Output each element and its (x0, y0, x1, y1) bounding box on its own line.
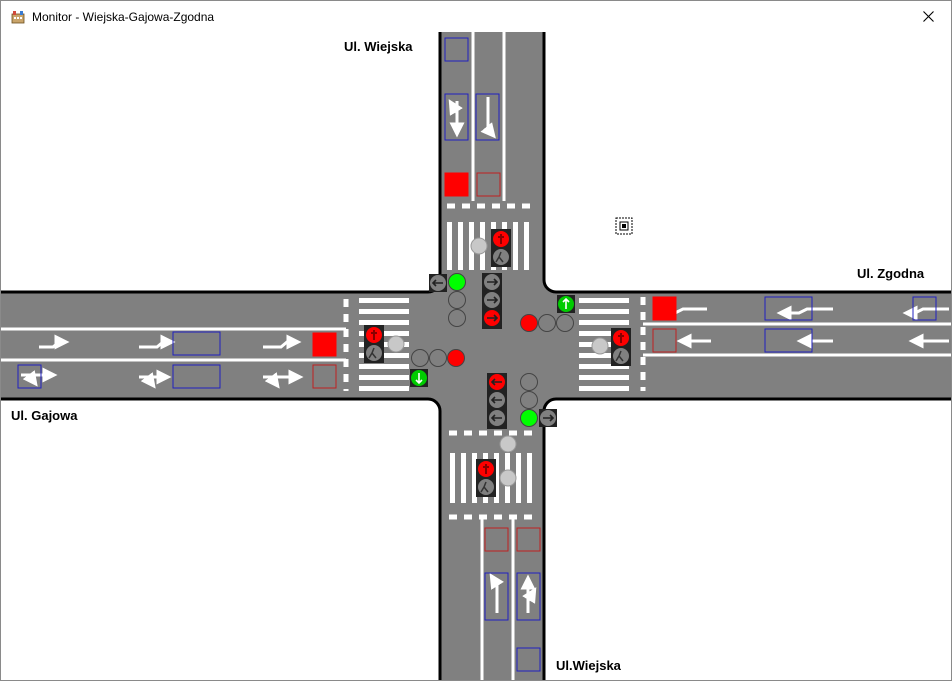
detector-west-stop-lower (312, 364, 337, 389)
lane-markings (1, 32, 951, 680)
detector-east-lower (764, 328, 813, 353)
street-label-west: Ul. Gajowa (11, 408, 78, 423)
signal-north-main-lamp-3 (448, 309, 466, 327)
title-bar: Monitor - Wiejska-Gajowa-Zgodna (1, 1, 951, 32)
street-label-east: Ul. Zgodna (857, 266, 925, 281)
pedestrian-stand-icon (371, 330, 377, 340)
arrow-up-icon (562, 297, 570, 309)
detector-east-stop-upper (652, 296, 677, 321)
signal-west-main-lamp-1 (411, 349, 429, 367)
window-title: Monitor - Wiejska-Gajowa-Zgodna (32, 10, 215, 24)
pedestrian-signal-north[interactable] (491, 229, 511, 267)
arrow-right-icon (487, 296, 499, 304)
pedestrian-button-west[interactable] (387, 335, 405, 353)
pedestrian-signal-south[interactable] (476, 459, 496, 497)
direction-arrows (21, 97, 949, 613)
signal-north-main-lamp-1 (448, 273, 466, 291)
detector-east-stop-lower (652, 328, 677, 353)
stop-lines (343, 203, 646, 520)
detector-west-far (17, 364, 42, 389)
detectors[interactable] (17, 37, 937, 672)
pedestrian-signal-west[interactable] (364, 325, 384, 363)
detector-south-far (516, 647, 541, 672)
pedestrian-signal-east[interactable] (611, 328, 631, 366)
close-icon (922, 11, 934, 22)
arrow-left-icon (490, 378, 502, 386)
close-button[interactable] (905, 1, 951, 32)
arrow-left-icon (490, 414, 502, 422)
signal-west-main[interactable] (411, 349, 465, 367)
controller-icon[interactable] (615, 217, 633, 235)
signal-east-main-lamp-1 (520, 314, 538, 332)
signal-south-main-lamp-1 (520, 373, 538, 391)
pedestrian-button-north[interactable] (470, 237, 488, 255)
arrow-down-icon (415, 373, 423, 385)
signal-north-main-lamp-2 (448, 291, 466, 309)
arrow-right-icon (543, 414, 555, 422)
detector-west-lower (172, 364, 221, 389)
detector-north-stop-right (476, 172, 501, 197)
signal-south-arrow-right[interactable] (539, 409, 557, 427)
pedestrian-button-south-2[interactable] (499, 469, 517, 487)
signal-east-main[interactable] (520, 314, 574, 332)
detector-north-stop-left (444, 172, 469, 197)
detector-north-right (475, 93, 500, 141)
signal-south-main[interactable] (520, 373, 538, 427)
signal-north-arrow-straight[interactable] (482, 273, 502, 329)
signal-south-arrow-straight[interactable] (487, 373, 507, 429)
signal-east-main-lamp-3 (556, 314, 574, 332)
arrow-left-icon (490, 396, 502, 404)
detector-south-stop-left (484, 527, 509, 552)
detector-west-upper (172, 331, 221, 356)
arrow-right-icon (487, 278, 499, 286)
pedestrian-walk-icon (495, 251, 504, 263)
signal-north-main[interactable] (448, 273, 466, 327)
pedestrian-stand-icon (498, 234, 504, 244)
pedestrian-walk-icon (480, 481, 489, 493)
pedestrian-walk-icon (615, 350, 624, 362)
detector-south-left (484, 572, 509, 621)
pedestrian-button-east[interactable] (591, 337, 609, 355)
detector-north-far (444, 37, 469, 62)
signal-south-main-lamp-2 (520, 391, 538, 409)
signal-east-main-lamp-2 (538, 314, 556, 332)
arrow-right-icon (487, 314, 499, 322)
detector-west-stop-upper (312, 332, 337, 357)
detector-south-right (516, 572, 541, 621)
pedestrian-stand-icon (483, 464, 489, 474)
detector-east-far (912, 296, 937, 321)
detector-south-stop-right (516, 527, 541, 552)
arrow-left-icon (431, 279, 443, 287)
detector-east-upper (764, 296, 813, 321)
signal-west-main-lamp-3 (447, 349, 465, 367)
traffic-monitor-icon (11, 11, 25, 24)
signal-west-arrow[interactable] (410, 369, 428, 387)
signal-north-arrow-left[interactable] (429, 274, 447, 292)
detector-north-left (444, 93, 469, 141)
signal-east-arrow[interactable] (557, 295, 575, 313)
signal-west-main-lamp-2 (429, 349, 447, 367)
street-label-south: Ul.Wiejska (556, 658, 621, 673)
pedestrian-button-south-1[interactable] (499, 435, 517, 453)
signal-south-main-lamp-3 (520, 409, 538, 427)
street-label-north: Ul. Wiejska (344, 39, 413, 54)
pedestrian-walk-icon (368, 347, 377, 359)
pedestrian-stand-icon (618, 333, 624, 343)
